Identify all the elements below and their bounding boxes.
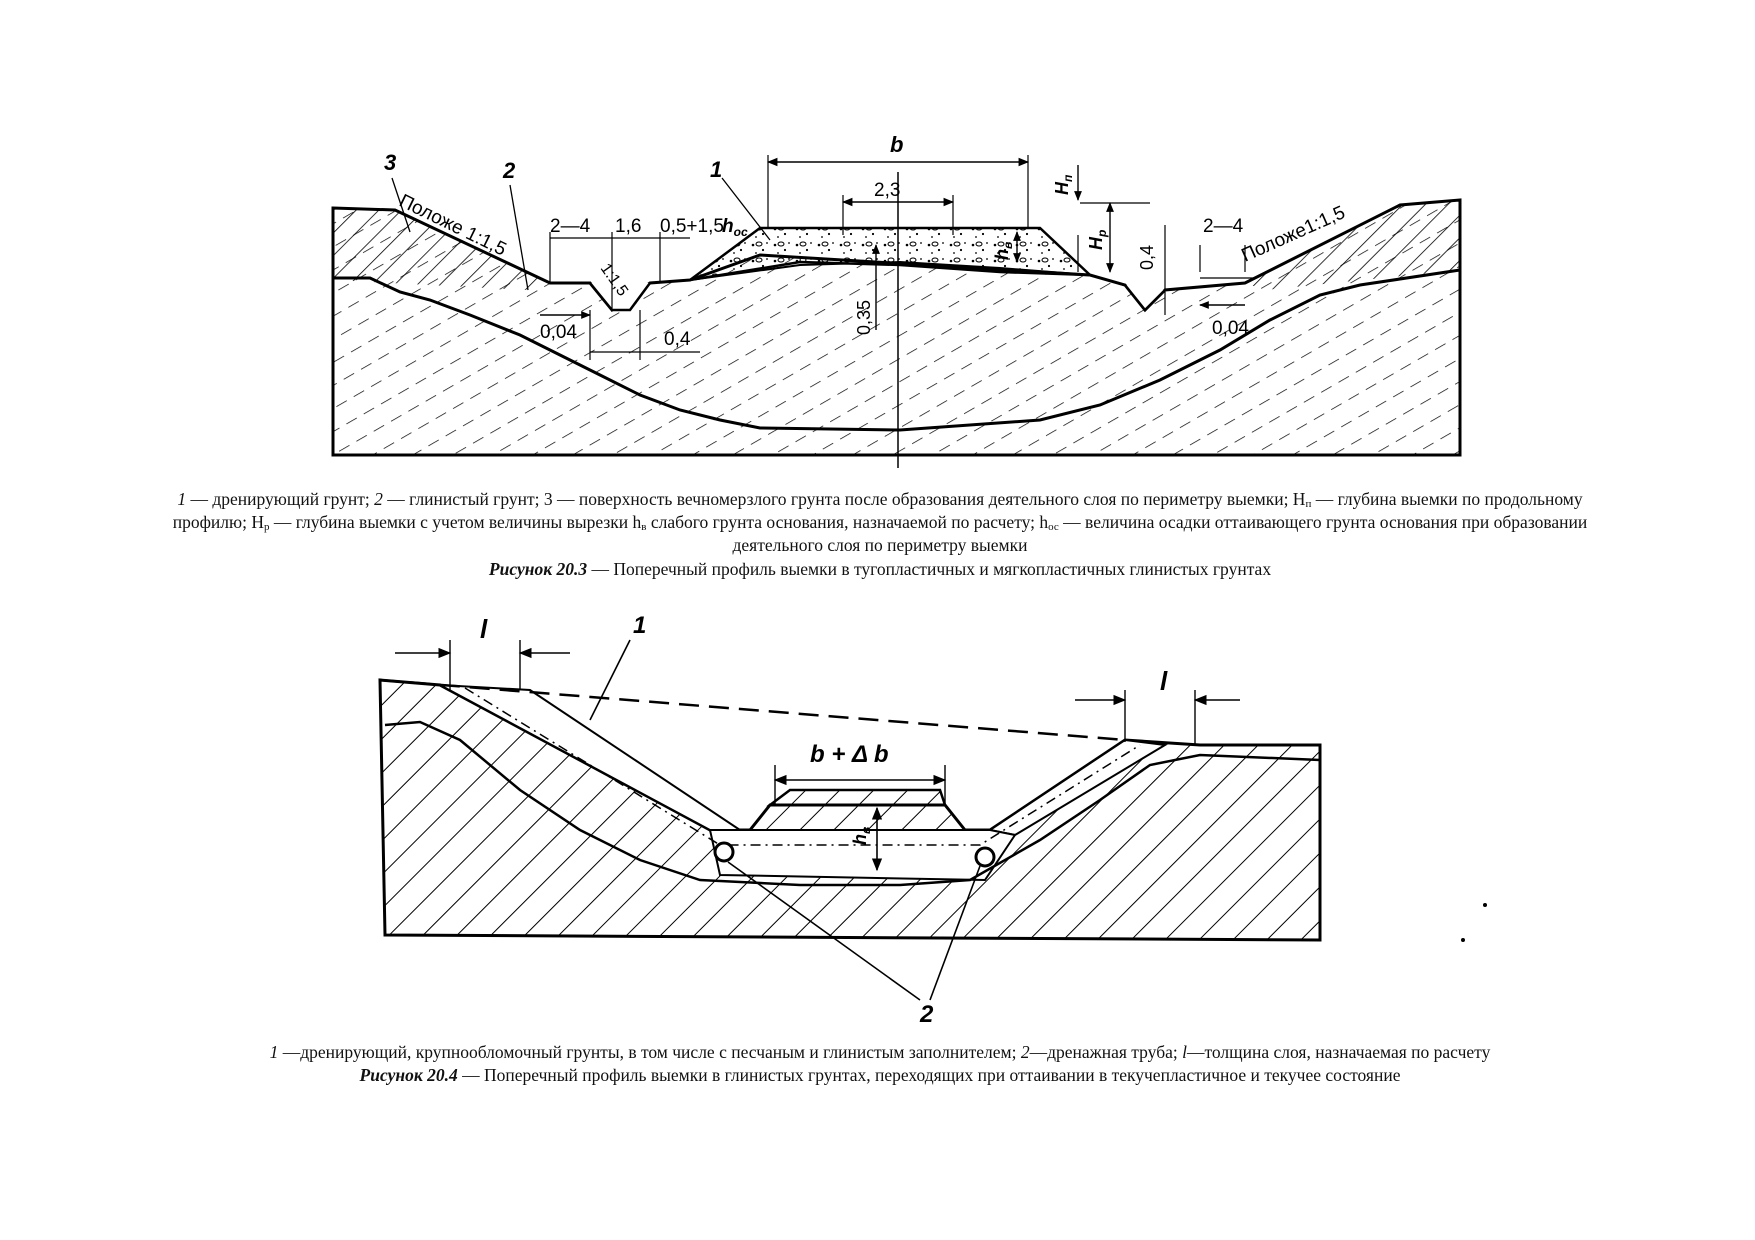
- label-1: 1: [710, 157, 722, 182]
- clay-layer-left: [333, 208, 550, 290]
- label-0-4-vertical: 0,4: [1137, 245, 1157, 270]
- label-0-5-1-5: 0,5+1,5: [660, 216, 724, 237]
- label-2-3: 2,3: [874, 180, 900, 201]
- label-2-4-left: 2—4: [550, 216, 591, 237]
- label-Hp: Hр: [1086, 230, 1109, 250]
- label-hoc: hос: [722, 216, 748, 239]
- label-0-04-right: 0,04: [1212, 318, 1249, 339]
- leader-3: [391, 177, 411, 233]
- label-1-6: 1,6: [615, 216, 641, 237]
- label-0-4-horizontal: 0,4: [664, 329, 691, 350]
- label-0-35: 0,35: [854, 300, 874, 335]
- label-2: 2: [502, 158, 516, 183]
- leader-1: [721, 177, 771, 241]
- figure-20-4-legend: 1 —дренирующий, крупнообломочный грунты,…: [269, 1042, 1491, 1062]
- label-3: 3: [384, 150, 396, 175]
- clay-layer-right: [1245, 200, 1460, 290]
- label-hb: hв: [992, 242, 1015, 260]
- leader-2: [509, 184, 529, 291]
- label-2-4-right: 2—4: [1203, 216, 1244, 237]
- right-ditch: [1124, 284, 1166, 312]
- figure-20-3-legend: 1 — дренирующий грунт; 2 — глинистый гру…: [172, 489, 1588, 555]
- figure-20-4-caption: Рисунок 20.4 — Поперечный профиль выемки…: [359, 1065, 1401, 1085]
- label-b: b: [890, 132, 903, 157]
- weak-soil-cut-line: [689, 260, 1091, 281]
- label-0-04-left: 0,04: [540, 322, 577, 343]
- figure-20-3-caption: Рисунок 20.3 — Поперечный профиль выемки…: [488, 559, 1272, 579]
- label-Hn: Hп: [1052, 174, 1075, 195]
- permafrost-surface-line: [333, 268, 1461, 432]
